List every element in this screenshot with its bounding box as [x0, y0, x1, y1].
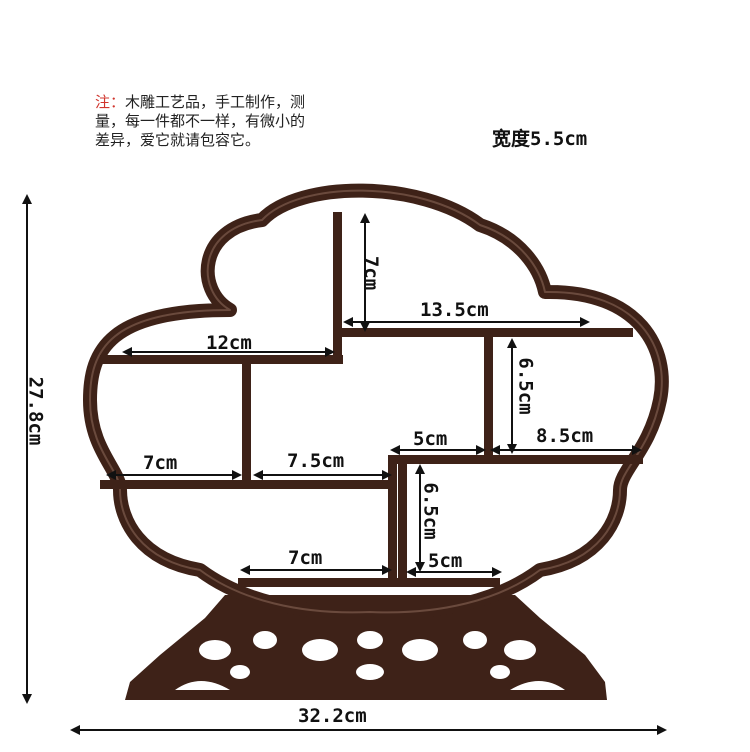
label-right-mid-width: 8.5cm [536, 425, 594, 447]
shelves [100, 212, 643, 587]
label-top-right-width: 13.5cm [420, 299, 489, 321]
dimension-arrows [22, 194, 667, 735]
label-center-mid-width: 7.5cm [287, 450, 345, 472]
label-bottom-left-width: 7cm [288, 547, 323, 569]
depth-label: 宽度5.5cm [492, 128, 588, 150]
label-total-height: 27.8cm [24, 376, 47, 446]
disclaimer-note: 注：木雕工艺品，手工制作，测量，每一件都不一样，有微小的差异，爱它就请包容它。 [95, 93, 317, 150]
label-left-mid-width: 7cm [143, 452, 178, 474]
label-center-small-width: 5cm [413, 428, 448, 450]
label-bottom-right-width: 5cm [428, 550, 463, 572]
cloud-frame [83, 183, 669, 620]
label-upper-left-width: 12cm [206, 332, 252, 354]
label-total-width: 32.2cm [298, 705, 367, 727]
note-text: 木雕工艺品，手工制作，测量，每一件都不一样，有微小的差异，爱它就请包容它。 [95, 93, 306, 149]
label-top-height: 7cm [360, 255, 383, 291]
carved-base [125, 595, 607, 700]
label-right-height: 6.5cm [514, 357, 537, 415]
label-lower-height: 6.5cm [419, 482, 442, 540]
note-prefix: 注： [95, 93, 126, 111]
